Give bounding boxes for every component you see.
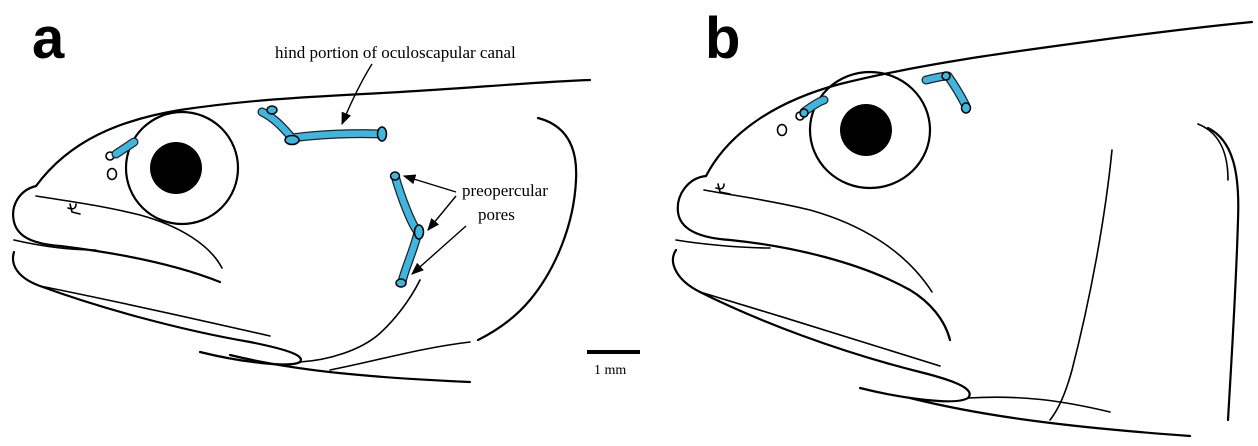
- panel-a-preopercular-pore: [396, 279, 406, 287]
- panel-a-label: a: [32, 6, 65, 71]
- panel-b-pore: [800, 109, 808, 117]
- pores-annotation-arrow: [404, 176, 456, 192]
- panel-a-preopercular-pore: [391, 172, 400, 180]
- panel-a-oculoscapular-canal: [262, 112, 382, 138]
- panel-b-throat-line: [968, 397, 1110, 412]
- panel-b-eye-pupil: [840, 104, 892, 156]
- pores-annotation-arrow: [428, 196, 456, 230]
- panel-a-nostril-mark: [68, 204, 80, 214]
- panel-b-label: b: [705, 6, 740, 71]
- panel-b-upper-jaw: [678, 176, 950, 340]
- scale-bar-label: 1 mm: [594, 363, 626, 378]
- panel-a-cheek-line: [300, 280, 420, 362]
- panel-a-preopercular-pore: [415, 225, 424, 239]
- panel-b-ventral-profile: [910, 398, 1190, 436]
- panel-a: a: [13, 6, 640, 382]
- pores-annotation-line2: pores: [478, 205, 515, 224]
- panel-b-nostril-anterior: [778, 125, 787, 136]
- panel-b-preopercle-line: [1050, 150, 1112, 420]
- panel-a-nostril-anterior: [108, 169, 117, 180]
- panel-a-lower-jaw-inner: [40, 286, 270, 336]
- pores-annotation-line1: preopercular: [462, 181, 548, 200]
- panel-a-ventral-profile: [230, 355, 470, 382]
- panel-b: b: [673, 6, 1252, 436]
- panel-b-lower-jaw-inner: [700, 292, 940, 366]
- panel-b-dorsal-profile: [706, 22, 1252, 176]
- panel-a-opercle-edge: [478, 118, 576, 340]
- panel-b-opercle-inner: [1198, 124, 1228, 180]
- panel-a-eye-pupil: [150, 142, 202, 194]
- panel-b-pore: [962, 103, 971, 113]
- panel-b-lower-jaw: [673, 250, 970, 401]
- panel-a-pore: [285, 136, 299, 145]
- canal-annotation: hind portion of oculoscapular canal: [275, 43, 516, 62]
- panel-a-throat-line: [330, 342, 470, 370]
- panel-a-lower-jaw: [13, 252, 301, 364]
- panel-a-pore: [267, 106, 277, 114]
- panel-a-pore: [378, 127, 387, 141]
- panel-a-upper-jaw: [13, 186, 220, 282]
- panel-b-pore: [942, 72, 950, 80]
- panel-b-opercle-edge: [1208, 128, 1238, 420]
